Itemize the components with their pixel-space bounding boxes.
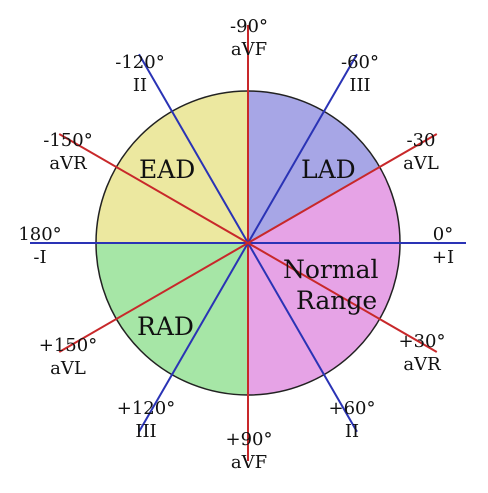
- axis-label-upper-right-lead: III: [349, 75, 370, 96]
- sector-lad: [248, 91, 380, 243]
- axis-label-left-upper-lead: aVR: [49, 153, 87, 174]
- axis-label-left-lower-angle: +150°: [39, 335, 97, 356]
- axis-label-top-angle: -90°: [230, 16, 268, 37]
- axis-label-bottom-angle: +90°: [226, 429, 273, 450]
- axis-label-right-lower-lead: aVR: [403, 354, 441, 375]
- axis-label-right-upper-angle: -30: [407, 130, 436, 151]
- axis-label-lower-left-lead: III: [135, 421, 156, 442]
- region-label-rad: RAD: [137, 312, 194, 341]
- axis-label-upper-right-angle: -60°: [341, 52, 379, 73]
- region-label-lad: LAD: [301, 155, 356, 184]
- axis-label-lower-left-angle: +120°: [117, 398, 175, 419]
- axis-label-left-upper-angle: -150°: [43, 130, 92, 151]
- sector-ead: [96, 91, 248, 243]
- axis-line-avr: [58, 133, 438, 353]
- axis-label-lower-right-angle: +60°: [329, 398, 376, 419]
- sector-rad: [96, 243, 248, 395]
- axis-label-upper-left-angle: -120°: [115, 52, 164, 73]
- sector-normal: [248, 167, 400, 395]
- axis-label-right-lower-angle: +30°: [399, 331, 446, 352]
- axis-label-bottom-lead: aVF: [231, 452, 267, 473]
- axis-label-right-lead: +I: [432, 247, 454, 268]
- axis-label-lower-right-lead: II: [345, 421, 359, 442]
- axis-label-upper-left-lead: II: [133, 75, 147, 96]
- axis-label-left-lower-lead: aVL: [50, 358, 86, 379]
- axis-label-right-angle: 0°: [433, 224, 453, 245]
- region-label-ead: EAD: [139, 155, 195, 184]
- region-label-normal-line2: Range: [296, 286, 377, 315]
- region-label-normal-line1: Normal: [283, 255, 378, 284]
- region-sectors: [96, 91, 400, 395]
- axis-label-left-lead: -I: [33, 247, 46, 268]
- axis-label-top-lead: aVF: [231, 39, 267, 60]
- axis-label-left-angle: 180°: [18, 224, 61, 245]
- axis-label-right-upper-lead: aVL: [403, 153, 439, 174]
- lead-axes: [30, 25, 466, 461]
